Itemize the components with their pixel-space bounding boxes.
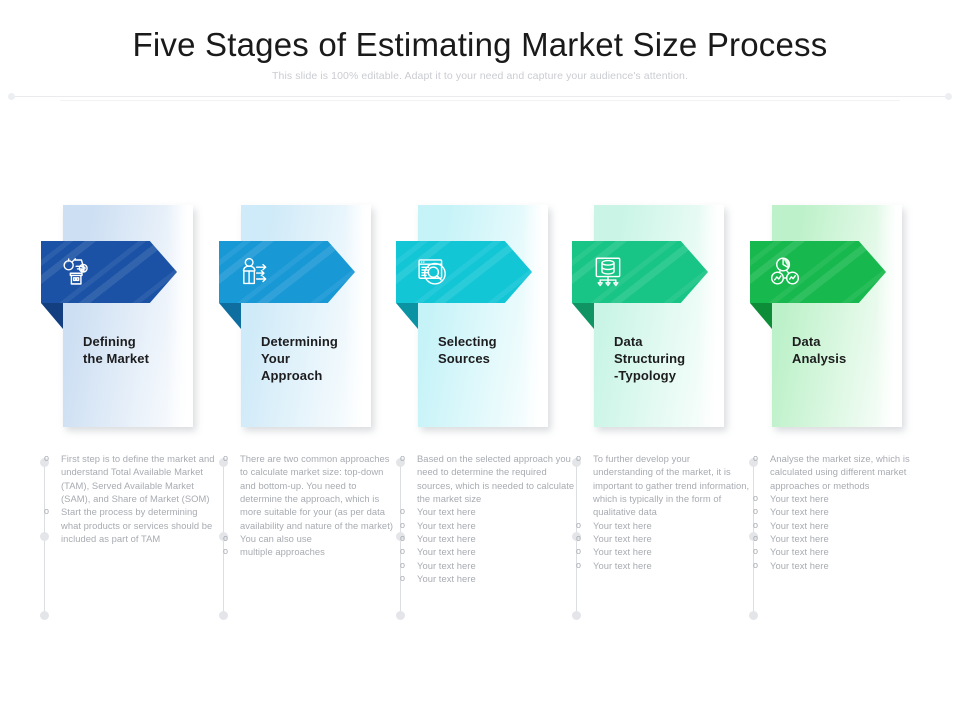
divider-line [14,96,946,97]
top-divider-rail [8,92,952,102]
connector-dot-bottom [749,611,758,620]
stage-card-body [241,205,371,427]
card-fade-overlay [876,205,902,427]
stage-arrow-banner[interactable] [572,241,708,303]
bullet-item: You can also use [219,532,399,545]
stage-arrow-banner[interactable] [219,241,355,303]
bullet-list: Analyse the market size, which is calcul… [749,452,929,572]
bullet-item: Your text here [396,559,576,572]
banner-sheen [750,241,886,303]
three-charts-network-icon [766,252,806,292]
browser-search-icon [412,252,452,292]
bullet-list: Based on the selected approach you need … [396,452,576,585]
bullet-column-data-analysis: Analyse the market size, which is calcul… [749,452,929,572]
banner-sheen [41,241,177,303]
banner-sheen [572,241,708,303]
bullet-item: Your text here [749,545,929,558]
banner-sheen [219,241,355,303]
bullet-item: Your text here [749,532,929,545]
bullet-item: Your text here [572,545,752,558]
connector-dot-bottom [219,611,228,620]
card-fade-overlay [167,205,193,427]
connector-dot-bottom [40,611,49,620]
banner-fold [41,303,63,329]
stage-card-body [772,205,902,427]
bullet-column-defining-the-market: First step is to define the market and u… [40,452,220,545]
card-fade-overlay [698,205,724,427]
bullet-item: First step is to define the market and u… [40,452,220,505]
stage-arrow-banner[interactable] [41,241,177,303]
shop-cart-money-icon [57,252,97,292]
connector-dot-bottom [572,611,581,620]
bullet-list: There are two common approaches to calcu… [219,452,399,559]
bullet-item: Your text here [396,545,576,558]
bullet-item: Start the process by determining what pr… [40,505,220,545]
banner-fold [219,303,241,329]
stage-card-body [63,205,193,427]
page-subtitle: This slide is 100% editable. Adapt it to… [272,70,688,82]
divider-dot-right [945,93,952,100]
bullet-item: Your text here [749,505,929,518]
card-fade-overlay [522,205,548,427]
stage-arrow-banner[interactable] [396,241,532,303]
bullet-item: Your text here [396,572,576,585]
page-title: Five Stages of Estimating Market Size Pr… [132,26,828,63]
bullet-item: Your text here [396,505,576,518]
bullet-item: Your text here [572,532,752,545]
bullet-item: Your text here [396,519,576,532]
bullet-item: Your text here [572,519,752,532]
connector-dot-bottom [396,611,405,620]
bullet-item: Your text here [396,532,576,545]
stage-card-body [418,205,548,427]
bullet-item: Analyse the market size, which is calcul… [749,452,929,492]
person-arrows-icon [235,252,275,292]
card-fade-overlay [345,205,371,427]
bullet-column-data-structuring-typology: To further develop your understanding of… [572,452,752,572]
top-divider-secondary [60,100,900,101]
bullet-column-determining-your-approach: There are two common approaches to calcu… [219,452,399,559]
bullet-item: Your text here [572,559,752,572]
banner-fold [396,303,418,329]
bullet-list: To further develop your understanding of… [572,452,752,572]
bullet-item: To further develop your understanding of… [572,452,752,519]
banner-fold [572,303,594,329]
database-network-icon [588,252,628,292]
bullet-item: There are two common approaches to calcu… [219,452,399,532]
bullet-item: Your text here [749,559,929,572]
bullet-item: Based on the selected approach you need … [396,452,576,505]
divider-dot-left [8,93,15,100]
bullet-list: First step is to define the market and u… [40,452,220,545]
bullet-item: Your text here [749,492,929,505]
bullet-item: Your text here [749,519,929,532]
stage-arrow-banner[interactable] [750,241,886,303]
bullet-item: multiple approaches [219,545,399,558]
bullet-column-selecting-sources: Based on the selected approach you need … [396,452,576,585]
stage-card-body [594,205,724,427]
banner-fold [750,303,772,329]
